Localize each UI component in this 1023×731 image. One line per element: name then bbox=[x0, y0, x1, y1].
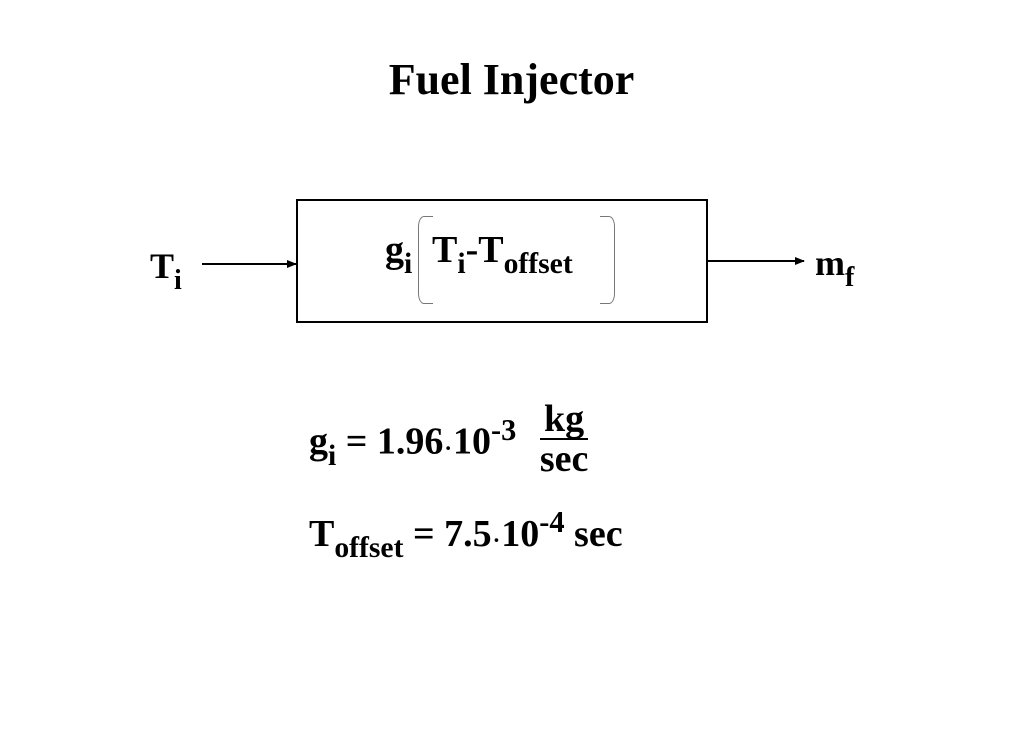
term1-subscript: i bbox=[457, 248, 466, 281]
output-label: mf bbox=[815, 242, 854, 293]
term1-symbol: T bbox=[432, 229, 458, 271]
left-parenthesis bbox=[418, 216, 433, 304]
block-difference: Ti-Toffset bbox=[432, 228, 573, 280]
block-gain: gi bbox=[385, 228, 412, 280]
input-subscript: i bbox=[174, 264, 182, 296]
eq2-mantissa: 7.5 bbox=[444, 513, 492, 555]
eq1-subscript: i bbox=[328, 439, 337, 472]
input-label: Ti bbox=[150, 245, 182, 296]
eq2-subscript: offset bbox=[334, 532, 404, 565]
eq2-base: 10 bbox=[501, 513, 540, 555]
input-symbol: T bbox=[150, 246, 175, 286]
transfer-block bbox=[296, 199, 708, 323]
diagram-title: Fuel Injector bbox=[388, 55, 635, 104]
eq1-unit-denominator: sec bbox=[539, 438, 589, 480]
term2-symbol: T bbox=[478, 229, 504, 271]
eq1-base: 10 bbox=[453, 420, 491, 463]
eq1-symbol: g bbox=[309, 420, 328, 463]
eq1-dot: · bbox=[444, 435, 452, 461]
eq1-mantissa: 1.96 bbox=[376, 420, 444, 463]
eq1-exponent: -3 bbox=[491, 413, 517, 448]
fraction-bar bbox=[539, 438, 589, 440]
eq1-unit-numerator: kg bbox=[544, 398, 585, 440]
eq1-unit-fraction: kg sec bbox=[539, 398, 589, 480]
equation-offset: Toffset = 7.5·10-4 sec bbox=[309, 505, 623, 564]
eq2-symbol: T bbox=[309, 513, 335, 555]
eq2-dot: · bbox=[492, 528, 501, 554]
term2-subscript: offset bbox=[503, 248, 573, 281]
eq2-unit: sec bbox=[574, 513, 623, 555]
right-parenthesis bbox=[600, 216, 615, 304]
operator: - bbox=[465, 229, 479, 271]
eq1-equals: = bbox=[345, 420, 368, 463]
eq2-equals: = bbox=[412, 513, 435, 555]
gain-symbol: g bbox=[385, 229, 404, 271]
equation-gain: gi = 1.96·10-3 kg sec bbox=[309, 400, 589, 482]
eq2-exponent: -4 bbox=[539, 505, 565, 540]
output-symbol: m bbox=[815, 243, 845, 283]
gain-subscript: i bbox=[404, 248, 413, 281]
output-subscript: f bbox=[845, 261, 855, 293]
